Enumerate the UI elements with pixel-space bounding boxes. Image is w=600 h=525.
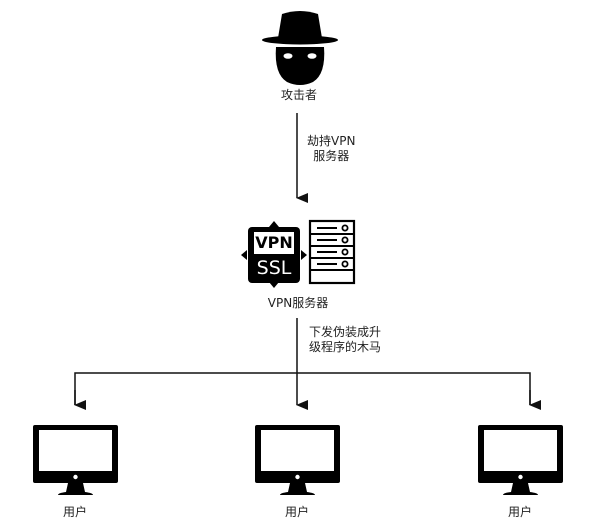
user-label-1: 用户 xyxy=(62,505,88,519)
monitor-icon xyxy=(255,425,340,495)
vpn-badge-text: VPN xyxy=(255,233,293,252)
edge-label-hijack: 劫持VPN 服务器 xyxy=(307,134,355,164)
distribution-line xyxy=(74,372,531,405)
user-label-2: 用户 xyxy=(284,505,310,519)
monitor-icon xyxy=(33,425,118,495)
edge-label-trojan-line1: 下发伪装成升 xyxy=(309,325,382,339)
monitor-icon xyxy=(478,425,563,495)
hacker-icon xyxy=(262,11,338,85)
vpn-server-label: VPN服务器 xyxy=(267,296,329,310)
vpn-ssl-badge-icon xyxy=(241,221,307,288)
ssl-badge-text: SSL xyxy=(256,257,292,279)
edge-label-hijack-line2: 服务器 xyxy=(313,149,350,163)
user-label-3: 用户 xyxy=(507,505,533,519)
server-rack-icon xyxy=(308,219,356,285)
edge-label-trojan: 下发伪装成升 级程序的木马 xyxy=(309,325,381,355)
edge-label-trojan-line2: 级程序的木马 xyxy=(309,340,382,354)
edge-label-hijack-line1: 劫持VPN xyxy=(307,134,356,148)
attacker-label: 攻击者 xyxy=(280,88,318,102)
